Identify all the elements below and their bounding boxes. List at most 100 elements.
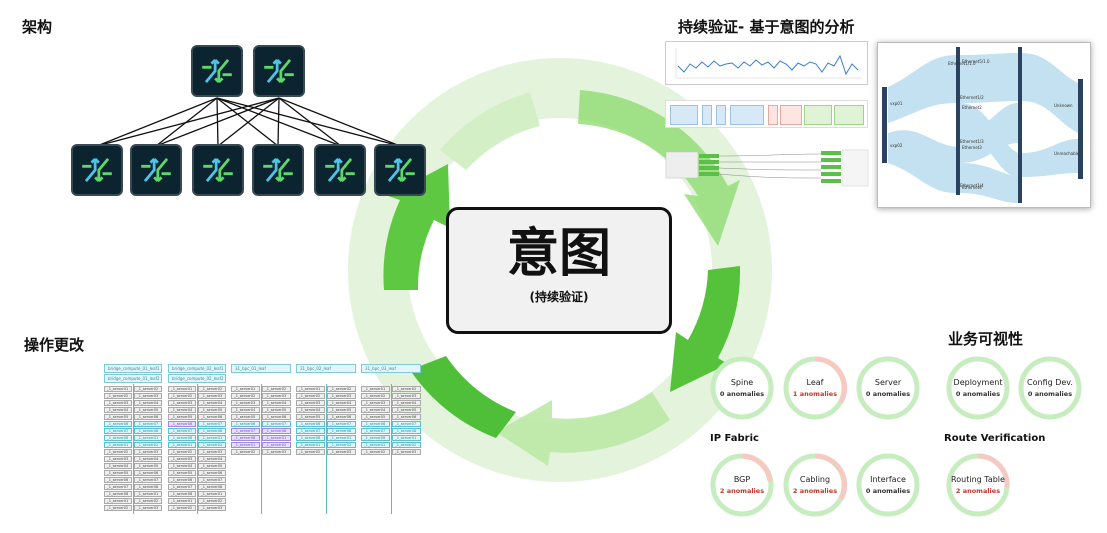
change-list-cell: _1_server07 [361, 428, 390, 434]
change-list-cell: _1_server04 [104, 407, 132, 413]
flow-label: Ethernet1/4 [960, 183, 984, 188]
change-list-cell: _1_server06 [134, 414, 162, 420]
change-list-cell: _1_server06 [168, 477, 196, 483]
flow-label: Ethernet1/3 [960, 139, 984, 144]
cycle-ring [348, 58, 772, 482]
change-list-cell: _1_server07 [104, 428, 132, 434]
change-list-connector [197, 384, 198, 514]
flow-label: Ethernet1/1.0 [948, 61, 976, 66]
change-list-cell: _1_server01 [198, 435, 226, 441]
change-list-cell: _1_server03 [104, 400, 132, 406]
leaf-switch-icon [314, 144, 366, 196]
operations-change-title: 操作更改 [24, 336, 85, 354]
change-list-cell: _1_server06 [168, 421, 196, 427]
change-list-cell: _1_server08 [296, 435, 325, 441]
change-list-cell: _1_server05 [361, 414, 390, 420]
anomaly-interface[interactable]: Interface 0 anomalies [856, 453, 920, 517]
change-list-cell: _1_server03 [392, 393, 421, 399]
change-list-cell: _1_server02 [104, 393, 132, 399]
timeseries-sparkline [675, 48, 862, 79]
change-list-cell: _1_server03 [134, 449, 162, 455]
change-list-header: 31_bpc_03_leaf [361, 364, 421, 373]
business-visibility-title: 业务可视性 [948, 330, 1024, 348]
change-list-cell: _1_server05 [198, 463, 226, 469]
change-list-cell: _1_server04 [231, 407, 260, 413]
change-list-cell: _1_server06 [104, 421, 132, 427]
change-list-cell: _1_server03 [134, 393, 162, 399]
change-list-cell: _1_server02 [168, 393, 196, 399]
flow-label: vxp01 [890, 101, 903, 106]
change-list-cell: _1_server02 [104, 449, 132, 455]
change-list-header: 31_bpc_02_leaf [296, 364, 356, 373]
sequence-block [716, 105, 726, 125]
change-list-cell: _1_server07 [198, 421, 226, 427]
change-list-cell: _1_server03 [168, 400, 196, 406]
change-list-cell: _1_server03 [262, 393, 291, 399]
change-list-cell: _1_server03 [231, 400, 260, 406]
change-list-cell: _1_server02 [168, 449, 196, 455]
change-list-cell: _1_server08 [134, 484, 162, 490]
change-list-cell: _1_server01 [198, 491, 226, 497]
change-list-cell: _1_server05 [134, 463, 162, 469]
change-list-cell: _1_server07 [231, 428, 260, 434]
sequence-block [670, 105, 698, 125]
change-list-cell: _1_server01 [168, 442, 196, 448]
change-list-cell: _1_server07 [168, 428, 196, 434]
leaf-switch-icon [71, 144, 123, 196]
anomaly-bgp[interactable]: BGP 2 anomalies [710, 453, 774, 517]
change-list-cell: _1_server02 [296, 393, 325, 399]
anomaly-spine[interactable]: Spine 0 anomalies [710, 356, 774, 420]
change-list-cell: _1_server07 [168, 484, 196, 490]
anomaly-leaf[interactable]: Leaf 1 anomalies [783, 356, 847, 420]
change-list-cell: _1_server08 [262, 428, 291, 434]
change-list-cell: _1_server03 [198, 449, 226, 455]
change-list-cell: _1_server01 [296, 386, 325, 392]
change-list-cell: _1_server05 [231, 414, 260, 420]
change-list-cell: _1_server04 [361, 407, 390, 413]
sequence-panel [665, 100, 868, 128]
architecture-title: 架构 [22, 18, 53, 36]
anomaly-server[interactable]: Server 0 anomalies [856, 356, 920, 420]
ip-fabric-title: IP Fabric [710, 433, 759, 444]
flow-label: vxp02 [890, 143, 903, 148]
change-list-header: bridge_compute_02_leaf2 [168, 374, 226, 383]
anomaly-config-dev[interactable]: Config Dev. 0 anomalies [1018, 356, 1082, 420]
change-list-cell: _1_server05 [104, 470, 132, 476]
flow-label: Ethernet2 [962, 105, 982, 110]
route-verification-title: Route Verification [944, 433, 1046, 444]
change-list-cell: _1_server04 [134, 400, 162, 406]
change-list-cell: _1_server06 [231, 421, 260, 427]
change-list-cell: _1_server08 [134, 428, 162, 434]
flow-panel: Ethernet1/1.0 Ethernet1/2 Ethernet1/3 Et… [877, 42, 1091, 208]
change-list-cell: _1_server02 [327, 442, 356, 448]
change-list-cell: _1_server01 [168, 498, 196, 504]
change-list-cell: _1_server05 [198, 407, 226, 413]
intent-box: 意图 (持续验证) [446, 207, 672, 334]
change-list-cell: _1_server02 [262, 386, 291, 392]
flow-label: Unknown [1054, 103, 1073, 108]
change-list-cell: _1_server02 [327, 386, 356, 392]
sequence-block [834, 105, 864, 125]
anomaly-cabling[interactable]: Cabling 2 anomalies [783, 453, 847, 517]
anomaly-deployment[interactable]: Deployment 0 anomalies [946, 356, 1010, 420]
change-list-cell: _1_server07 [198, 477, 226, 483]
change-list-cell: _1_server03 [392, 449, 421, 455]
change-list-connector [326, 384, 327, 514]
flow-label: Ethernet3 [962, 145, 982, 150]
change-list-cell: _1_server03 [296, 400, 325, 406]
anomaly-routing-table[interactable]: Routing Table 2 anomalies [946, 453, 1010, 517]
change-list-cell: _1_server01 [134, 491, 162, 497]
change-list-cell: _1_server04 [168, 463, 196, 469]
change-list-cell: _1_server03 [327, 449, 356, 455]
leaf-switch-icon [130, 144, 182, 196]
spine-switch-icon [191, 45, 243, 97]
change-list-cell: _1_server06 [296, 421, 325, 427]
change-list-cell: _1_server07 [392, 421, 421, 427]
change-list-cell: _1_server03 [104, 456, 132, 462]
change-list-cell: _1_server02 [134, 442, 162, 448]
change-list-cell: _1_server04 [134, 456, 162, 462]
change-list-cell: _1_server06 [262, 414, 291, 420]
change-list-cell: _1_server05 [262, 407, 291, 413]
change-list-cell: _1_server08 [392, 428, 421, 434]
change-list-cell: _1_server07 [134, 477, 162, 483]
